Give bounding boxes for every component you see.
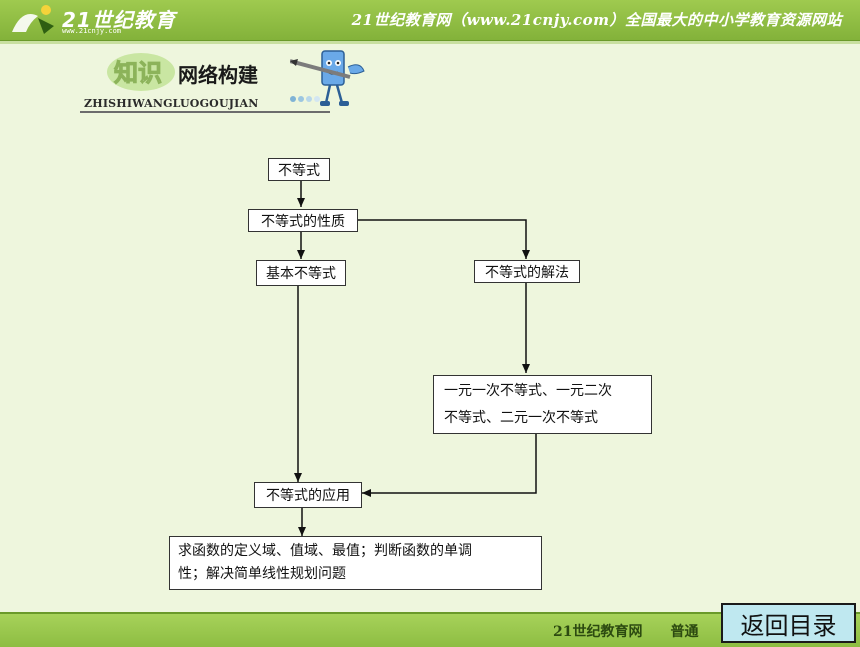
node-inequality-types-line-1: 一元一次不等式、一元二次 <box>444 383 612 399</box>
site-logo-text: 21世纪教育 <box>62 8 176 32</box>
return-to-contents-button[interactable]: 返回目录 <box>721 603 856 643</box>
dots-decoration-icon <box>290 96 320 102</box>
arrow-properties-to-solutions <box>358 219 530 259</box>
node-uses-line-2: 性；解决简单线性规划问题 <box>178 566 346 582</box>
pinyin-underline <box>80 111 330 113</box>
node-properties: 不等式的性质 <box>248 209 358 232</box>
header-slogan: 21世纪教育网（www.21cnjy.com）全国最大的中小学教育资源网站 <box>351 11 842 29</box>
footer-text: 21世纪教育网 普通 <box>553 624 699 640</box>
node-solutions: 不等式的解法 <box>474 260 580 283</box>
node-inequality-types: 一元一次不等式、一元二次 不等式、二元一次不等式 <box>433 375 652 434</box>
footer-bar: 21世纪教育网 普通 <box>0 612 860 647</box>
node-uses-line-1: 求函数的定义域、值域、最值；判断函数的单调 <box>178 543 472 559</box>
node-basic-inequality: 基本不等式 <box>256 260 346 286</box>
node-applications: 不等式的应用 <box>254 482 362 508</box>
node-inequality-types-line-2: 不等式、二元一次不等式 <box>444 410 598 426</box>
section-title: 网络构建 <box>178 63 258 87</box>
arrow-types-to-applications <box>362 433 537 497</box>
knowledge-badge-icon: 知识 <box>107 53 175 91</box>
site-logo-url: www.21cnjy.com <box>62 27 122 35</box>
header-bar: 21世纪教育 www.21cnjy.com 21世纪教育网（www.21cnjy… <box>0 0 860 42</box>
node-inequality: 不等式 <box>268 158 330 181</box>
knowledge-badge-text: 知识 <box>114 59 162 87</box>
node-uses: 求函数的定义域、值域、最值；判断函数的单调 性；解决简单线性规划问题 <box>169 536 542 590</box>
site-logo-icon <box>12 5 54 34</box>
pencil-mascot-icon <box>290 50 365 106</box>
header-divider <box>0 41 860 44</box>
section-heading: 知识 网络构建 ZHISHIWANGLUOGOUJIAN <box>80 47 380 117</box>
section-pinyin: ZHISHIWANGLUOGOUJIAN <box>84 97 259 110</box>
